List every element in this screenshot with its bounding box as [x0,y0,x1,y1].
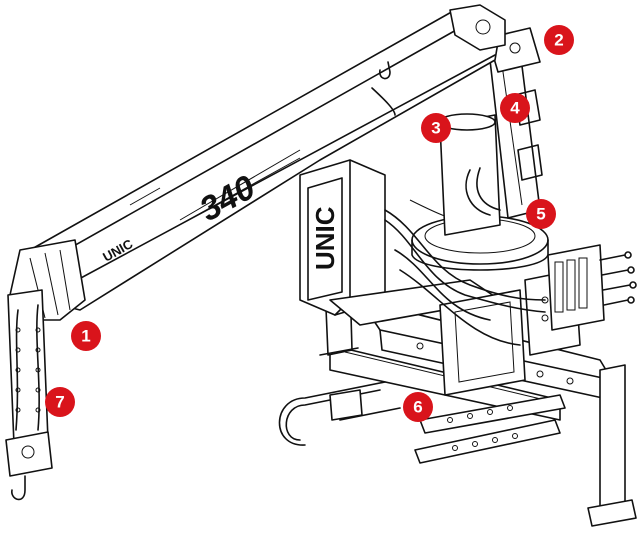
callout-5-label: 5 [536,205,545,224]
callout-7: 7 [45,387,75,417]
callout-1-label: 1 [81,327,90,346]
callout-5: 5 [526,199,556,229]
callout-3-label: 3 [431,119,440,138]
boom-tip [5,239,86,501]
callout-4-label: 4 [510,99,520,118]
callout-6-label: 6 [413,398,422,417]
column-logo: UNIC [310,206,340,270]
callout-2-label: 2 [554,31,563,50]
crane-boom: UNIC 340 [29,4,506,311]
callout-2: 2 [544,25,574,55]
callout-4: 4 [500,93,530,123]
callout-1: 1 [71,321,101,351]
inner-column [438,27,543,236]
callout-7-label: 7 [55,393,64,412]
control-valve [524,244,637,356]
callout-3: 3 [421,113,451,143]
callout-6: 6 [403,392,433,422]
